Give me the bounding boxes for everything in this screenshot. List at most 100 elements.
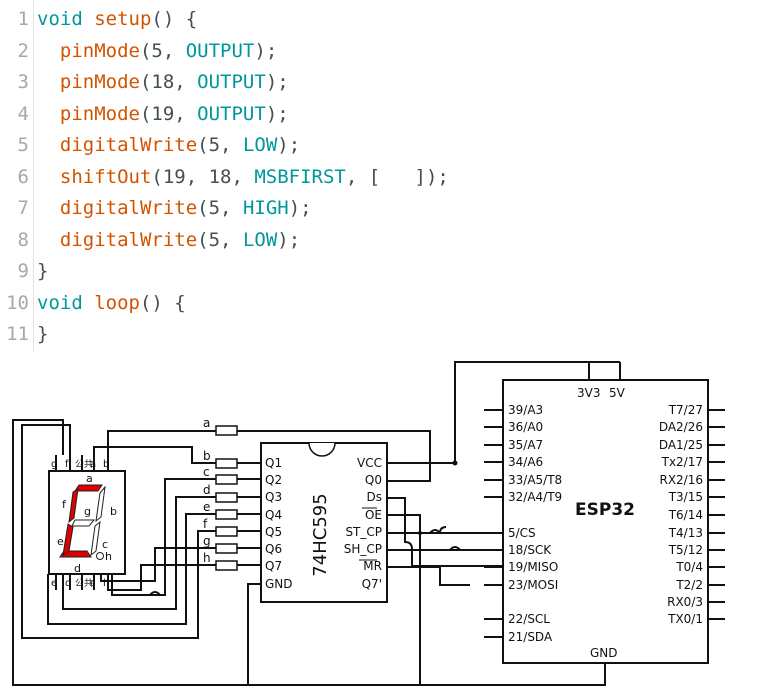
code-token	[83, 8, 94, 30]
resistor-label-d: d	[203, 483, 211, 497]
segment-label-c: c	[102, 538, 108, 551]
sr-pin-q3: Q3	[265, 490, 282, 504]
code-token: (5,	[139, 39, 186, 62]
display-pin-com-bottom: 公共	[75, 578, 93, 589]
line-number: 6	[17, 165, 29, 188]
line-number: 5	[17, 134, 29, 156]
code-line: 2 pinMode(5, OUTPUT);	[0, 35, 771, 67]
resistor-h	[215, 560, 238, 571]
code-text: void loop() {	[37, 287, 186, 319]
code-text: pinMode(5, OUTPUT);	[37, 35, 277, 67]
code-line: 9}	[0, 255, 771, 287]
sr-pin-q1: Q1	[265, 456, 282, 470]
code-text: pinMode(19, OUTPUT);	[37, 98, 289, 130]
segment-label-h: h	[105, 550, 112, 563]
chip-notch	[308, 442, 336, 457]
resistor-labels: a b c d e f g h	[203, 416, 211, 565]
code-token: }	[37, 323, 49, 345]
esp32-name: ESP32	[575, 500, 635, 520]
code-token: pinMode	[59, 102, 140, 125]
line-number: 7	[17, 197, 29, 219]
esp-right-pin: T3/15	[668, 490, 703, 504]
code-token	[37, 71, 60, 93]
segment-label-f: f	[62, 498, 67, 511]
sr-pin-oe: OE	[365, 508, 382, 522]
esp-right-pin: T4/13	[668, 526, 703, 540]
esp-pin-3v3: 3V3	[577, 386, 600, 400]
esp-left-pin: 33/A5/T8	[508, 473, 562, 487]
segment-label-b: b	[110, 505, 117, 518]
code-text: }	[37, 255, 48, 287]
code-text: shiftOut(19, 18, MSBFIRST, [ ]);	[37, 161, 449, 193]
line-number: 4	[17, 102, 29, 125]
code-line: 3 pinMode(18, OUTPUT);	[0, 66, 771, 98]
code-token: loop	[94, 291, 140, 314]
esp-right-pin: Tx2/17	[661, 455, 703, 469]
sr-pin-q0: Q0	[365, 473, 382, 487]
display-pin-g: g	[51, 459, 57, 470]
display-pin-c: c	[90, 578, 96, 589]
code-token	[37, 166, 60, 188]
code-token: (19, 18,	[151, 165, 255, 188]
resistor-d	[215, 492, 238, 503]
esp-left-pin: 5/CS	[508, 526, 536, 540]
resistors	[215, 425, 238, 571]
esp-left-pin: 19/MISO	[508, 560, 558, 574]
code-token: LOW	[242, 228, 278, 251]
segment-d	[59, 550, 92, 558]
code-token	[37, 103, 60, 125]
resistor-label-g: g	[203, 534, 211, 548]
code-line: 7 digitalWrite(5, HIGH);	[0, 192, 771, 224]
shift-register-pins: Q1 Q2 Q3 Q4 Q5 Q6 Q7 GND VCC Q0 Ds OE ST…	[265, 456, 382, 591]
sr-pin-q2: Q2	[265, 473, 282, 487]
line-number: 10	[6, 291, 29, 314]
code-line: 4 pinMode(19, OUTPUT);	[0, 98, 771, 130]
resistor-b	[215, 458, 238, 469]
segment-dp	[96, 552, 104, 560]
code-token: digitalWrite	[59, 134, 198, 156]
resistor-label-a: a	[203, 416, 210, 430]
esp-left-pin: 35/A7	[508, 438, 543, 452]
code-token: (18,	[139, 71, 198, 93]
code-token: HIGH	[242, 197, 289, 219]
sr-pin-sh-cp: SH_CP	[344, 542, 382, 556]
display-pin-e: e	[51, 578, 57, 589]
line-number: 2	[17, 39, 29, 62]
resistor-f	[215, 526, 238, 537]
esp-right-pin: DA1/25	[659, 438, 703, 452]
esp-right-pin: DA2/26	[659, 420, 703, 434]
code-token: );	[254, 39, 278, 62]
code-token: OUTPUT	[197, 71, 266, 93]
sr-pin-q7-prime: Q7'	[362, 577, 382, 591]
code-token: void	[37, 8, 83, 30]
sr-pin-q6: Q6	[265, 542, 282, 556]
code-token: MSBFIRST	[254, 165, 346, 188]
esp-left-pin: 21/SDA	[508, 630, 553, 644]
line-number: 1	[17, 8, 29, 30]
code-token: () {	[139, 291, 186, 314]
code-text: digitalWrite(5, LOW);	[37, 129, 300, 161]
code-token: (19,	[139, 102, 198, 125]
resistor-label-h: h	[203, 551, 211, 565]
segment-g	[71, 519, 96, 527]
sr-pin-q5: Q5	[265, 525, 282, 539]
code-token: OUTPUT	[197, 102, 266, 125]
resistor-label-f: f	[203, 517, 208, 531]
code-text: digitalWrite(5, HIGH);	[37, 192, 312, 224]
esp-left-pin: 39/A3	[508, 403, 543, 417]
segment-c	[90, 520, 101, 557]
code-token: digitalWrite	[59, 197, 198, 219]
line-number: 11	[6, 323, 29, 345]
code-token: (5,	[197, 197, 243, 219]
resistor-g	[215, 543, 238, 554]
esp-right-pin: T0/4	[675, 560, 703, 574]
display-pin-h: h	[103, 578, 109, 589]
esp-pin-5v: 5V	[609, 386, 626, 400]
overbars	[359, 507, 377, 561]
code-token: );	[277, 134, 301, 156]
sr-chip-name: 74HC595	[310, 493, 331, 576]
segment-b	[95, 485, 106, 523]
code-token: digitalWrite	[59, 228, 198, 251]
